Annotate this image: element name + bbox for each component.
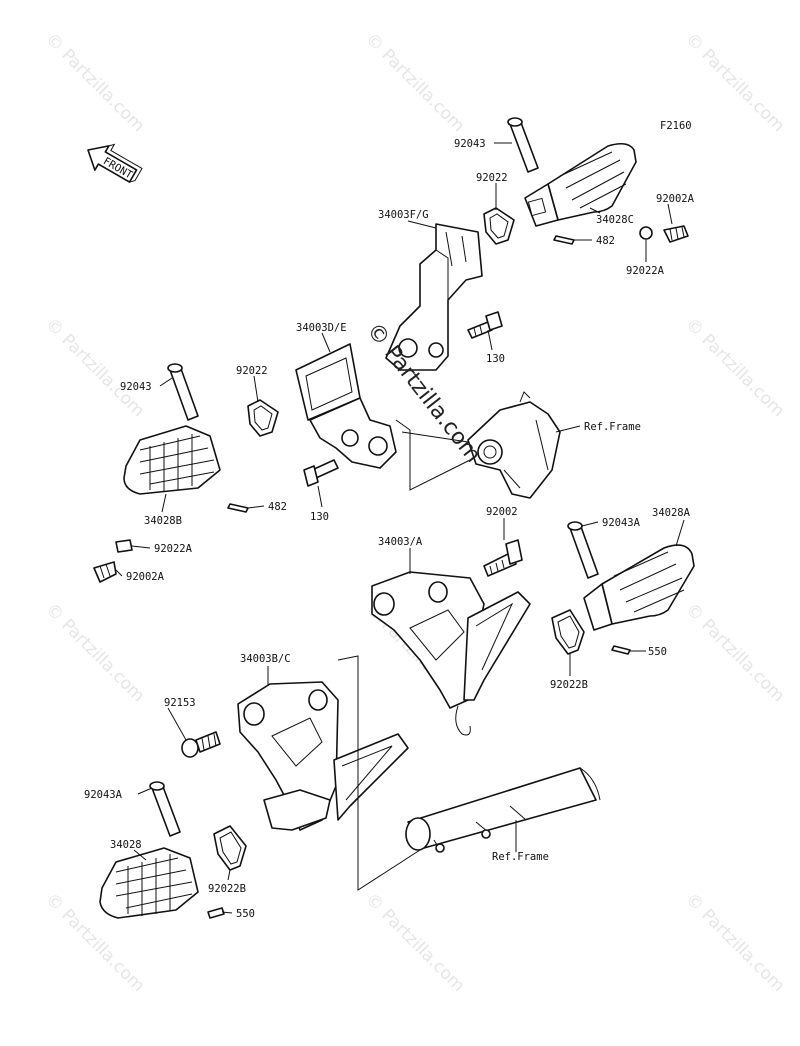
watermark-tile: © Partzilla.com [41,29,148,136]
figure-code: F2160 [660,120,692,132]
label-34003de[interactable]: 34003D/E [296,322,347,334]
bracket-34003bc [237,681,409,831]
bolt-92002a-left [93,561,117,583]
watermark-tile: © Partzilla.com [681,314,788,421]
label-482[interactable]: 482 [596,235,615,247]
washer-92022-left [247,399,279,437]
label-92002a[interactable]: 92002A [126,571,165,583]
watermark-tile: © Partzilla.com [361,29,468,136]
label-92022b[interactable]: 92022B [208,883,246,895]
frame-mount-top [467,391,561,499]
watermark-tile: © Partzilla.com [41,314,148,421]
bolt-92153 [181,731,221,758]
washer-92022b-right [551,609,585,655]
label-92022[interactable]: 92022 [476,172,508,184]
watermark-tile: © Partzilla.com [361,889,468,996]
label-92002a[interactable]: 92002A [656,193,695,205]
footpeg-34028c [507,117,637,245]
front-arrow-icon: FRONT [87,143,143,183]
label-92043[interactable]: 92043 [120,381,152,393]
watermark-tile: © Partzilla.com [41,599,148,706]
footpeg-34028a [567,521,695,655]
bolt-92022a-left [115,539,133,553]
label-92022[interactable]: 92022 [236,365,268,377]
label-550[interactable]: 550 [648,646,667,658]
bolt-92002a-top [639,225,689,243]
label-34003fg[interactable]: 34003F/G [378,209,429,221]
label-92043[interactable]: 92043 [454,138,486,150]
washer-92022-top [483,207,515,245]
bolt-130-top [467,311,503,339]
footpeg-34028 [99,781,225,919]
label-92002[interactable]: 92002 [486,506,518,518]
label-34028[interactable]: 34028 [110,839,142,851]
label-130[interactable]: 130 [486,353,505,365]
label-34003a[interactable]: 34003/A [378,536,423,548]
label-ref-frame[interactable]: Ref.Frame [584,421,641,433]
label-92022a[interactable]: 92022A [626,265,665,277]
washer-92022b-left [213,825,247,871]
label-92043a[interactable]: 92043A [84,789,123,801]
label-92022b[interactable]: 92022B [550,679,588,691]
footpeg-34028b [123,363,249,513]
leader-lines [115,142,685,914]
bracket-34003fg [385,223,483,371]
bracket-34003a [371,571,531,736]
watermark-tile: © Partzilla.com [681,599,788,706]
watermark-tile: © Partzilla.com [681,889,788,996]
label-482[interactable]: 482 [268,501,287,513]
label-34003bc[interactable]: 34003B/C [240,653,291,665]
label-92153[interactable]: 92153 [164,697,196,709]
label-34028c[interactable]: 34028C [596,214,634,226]
watermark-tile: © Partzilla.com [681,29,788,136]
label-130[interactable]: 130 [310,511,329,523]
bolt-130-left [303,459,339,487]
label-34028a[interactable]: 34028A [652,507,691,519]
label-92043a[interactable]: 92043A [602,517,641,529]
frame-tube-bottom [405,767,601,853]
bracket-34003de [295,343,397,469]
bolt-92002-mid [483,539,523,577]
label-34028b[interactable]: 34028B [144,515,182,527]
label-550[interactable]: 550 [236,908,255,920]
label-92022a[interactable]: 92022A [154,543,193,555]
label-ref-frame[interactable]: Ref.Frame [492,851,549,863]
part-labels: 92043 92022 34003F/G 34028C 92002A 482 9… [84,138,695,920]
